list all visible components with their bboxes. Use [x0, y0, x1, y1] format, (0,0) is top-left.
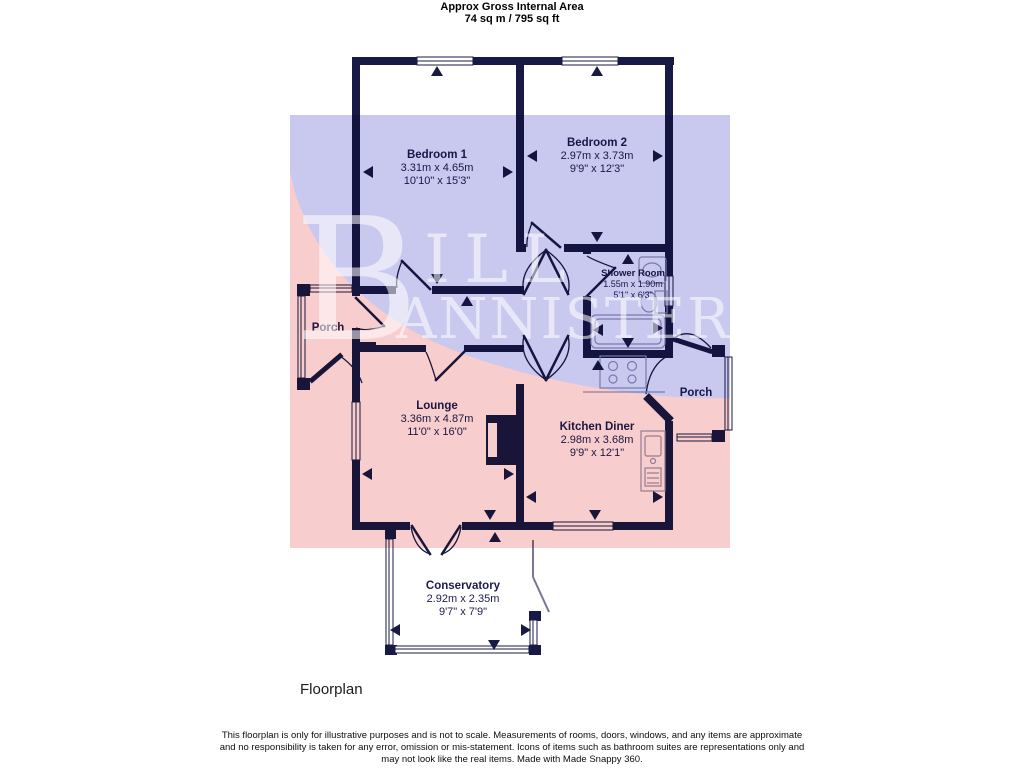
- walls: [297, 57, 725, 655]
- gross-internal-area-header: Approx Gross Internal Area 74 sq m / 795…: [0, 1, 1024, 25]
- room-label-kitchen-diner: Kitchen Diner 2.98m x 3.68m 9'9" x 12'1": [559, 421, 635, 459]
- room-label-bedroom1: Bedroom 1 3.31m x 4.65m 10'10" x 15'3": [400, 149, 474, 187]
- disclaimer: This floorplan is only for illustrative …: [0, 730, 1024, 766]
- room-label-lounge: Lounge 3.36m x 4.87m 11'0" x 16'0": [400, 400, 474, 438]
- fireplace: [486, 415, 524, 465]
- disclaimer-line2: and no responsibility is taken for any e…: [219, 742, 805, 753]
- room-label-porch-left: Porch: [311, 322, 345, 334]
- floorplan-caption: Floorplan: [300, 681, 363, 698]
- room-label-porch-right: Porch: [679, 387, 713, 399]
- room-label-shower-room: Shower Room 1.55m x 1.90m 5'1" x 6'3": [601, 268, 665, 300]
- disclaimer-line1: This floorplan is only for illustrative …: [221, 730, 803, 741]
- header-line2: 74 sq m / 795 sq ft: [464, 13, 560, 25]
- hob-icon: [583, 355, 665, 393]
- room-label-bedroom2: Bedroom 2 2.97m x 3.73m 9'9" x 12'3": [560, 137, 634, 175]
- kitchen-sink-icon: [640, 430, 666, 492]
- disclaimer-line3: may not look like the real items. Made w…: [381, 754, 643, 765]
- room-label-conservatory: Conservatory 2.92m x 2.35m 9'7" x 7'9": [425, 580, 501, 618]
- header-line1: Approx Gross Internal Area: [440, 1, 584, 13]
